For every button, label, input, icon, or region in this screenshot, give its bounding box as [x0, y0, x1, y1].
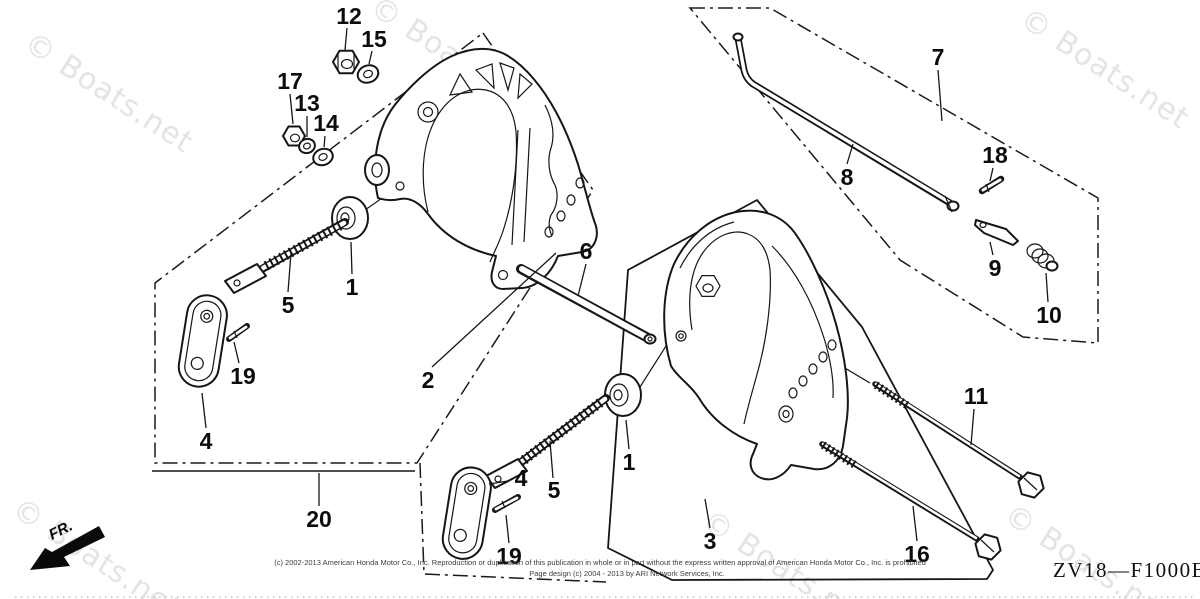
part-callout-3: 3: [704, 528, 717, 554]
callout-leader-10: [1045, 272, 1049, 303]
callout-leader-4: [201, 392, 207, 429]
callout-leader-5: [287, 252, 292, 293]
clamp-bracket-upper: [364, 47, 598, 290]
pin-upper: [226, 323, 250, 342]
part-callout-17: 17: [277, 68, 303, 94]
callout-leader-14: [323, 135, 326, 148]
callout-leader-6: [577, 263, 587, 297]
dowel-pin-18: [978, 175, 1005, 195]
thrust-rod: [732, 32, 960, 213]
part-callout-7: 7: [932, 44, 945, 70]
part-callout-4: 4: [515, 465, 528, 491]
bolt-16: [819, 441, 1002, 561]
boats-net-watermark: © Boats.net: [1014, 1, 1196, 136]
boats-net-watermark: © Boats.net: [998, 497, 1180, 599]
part-callout-4: 4: [200, 428, 213, 454]
lock-nut-12: [332, 49, 360, 75]
part-callout-12: 12: [336, 3, 362, 29]
part-callout-5: 5: [548, 477, 561, 503]
callout-leader-12: [344, 27, 348, 51]
part-callout-20: 20: [306, 506, 332, 532]
boats-net-watermark: © Boats.net: [6, 491, 188, 599]
washer-13: [298, 137, 316, 155]
callout-leader-19: [233, 341, 240, 364]
tilt-lock-blade: [974, 219, 1019, 246]
part-callout-16: 16: [904, 541, 930, 567]
callout-leader-19: [505, 514, 510, 544]
part-callout-19: 19: [230, 363, 256, 389]
callout-leader-4: [488, 480, 509, 485]
part-callout-10: 10: [1036, 302, 1062, 328]
copyright-line-2: Page design (c) 2004 - 2013 by ARI Netwo…: [529, 569, 725, 578]
footer-copyright: (c) 2002-2013 American Honda Motor Co., …: [274, 558, 926, 578]
callout-leader-18: [989, 167, 994, 182]
part-callout-1: 1: [346, 274, 359, 300]
part-callout-15: 15: [361, 26, 387, 52]
clamp-screw-lower: [485, 394, 610, 489]
part-callout-6: 6: [580, 238, 593, 264]
part-callout-13: 13: [294, 90, 320, 116]
clamp-screw-upper: [224, 218, 349, 294]
part-callout-18: 18: [982, 142, 1008, 168]
washer-15: [356, 64, 380, 84]
callout-leader-3: [704, 498, 711, 529]
bolt-11: [872, 381, 1045, 499]
watermark-layer: © Boats.net © Boats.net © Boats.net © Boats…: [6, 0, 1196, 599]
clamp-lever-plate-upper: [177, 294, 228, 388]
washer-14: [312, 147, 334, 167]
swivel-pin-tube: [516, 264, 657, 345]
callout-leader-9: [989, 241, 994, 256]
boats-net-watermark: © Boats.net: [696, 503, 878, 599]
callout-leader-2: [431, 252, 557, 368]
part-callout-14: 14: [313, 110, 339, 136]
part-callout-19: 19: [496, 543, 522, 569]
callout-leader-1: [625, 419, 630, 450]
copyright-line-1: (c) 2002-2013 American Honda Motor Co., …: [274, 558, 926, 567]
pin-lower: [492, 494, 521, 513]
callout-leader-17: [289, 93, 294, 125]
part-callout-9: 9: [989, 255, 1002, 281]
callout-leader-11: [970, 408, 975, 446]
left-assembly-frame: [152, 31, 607, 583]
callout-leader-5: [549, 440, 554, 479]
clamp-lever-plate-lower: [441, 466, 492, 560]
bracket-sub-frame: [607, 199, 994, 581]
fr-arrow-icon: [30, 526, 105, 570]
callout-leader-8: [846, 143, 854, 165]
part-callout-2: 2: [422, 367, 435, 393]
part-callout-5: 5: [282, 292, 295, 318]
callout-leader-7: [937, 69, 943, 122]
spring-10: [1026, 243, 1059, 272]
part-callout-11: 11: [964, 383, 989, 409]
part-callout-8: 8: [841, 164, 854, 190]
grommet-washer-lower: [604, 373, 642, 417]
grommet-washer-upper: [331, 196, 369, 240]
diagram-code: ZV18—F1000B: [1053, 558, 1200, 582]
right-assembly-frame: [688, 7, 1099, 344]
callout-leader-15: [368, 50, 373, 65]
callout-leader-1: [350, 241, 353, 275]
boats-net-watermark: © Boats.net: [18, 25, 200, 160]
clamp-bracket-lower: [663, 209, 849, 481]
callout-leader-16: [912, 505, 918, 542]
part-callout-1: 1: [623, 449, 636, 475]
